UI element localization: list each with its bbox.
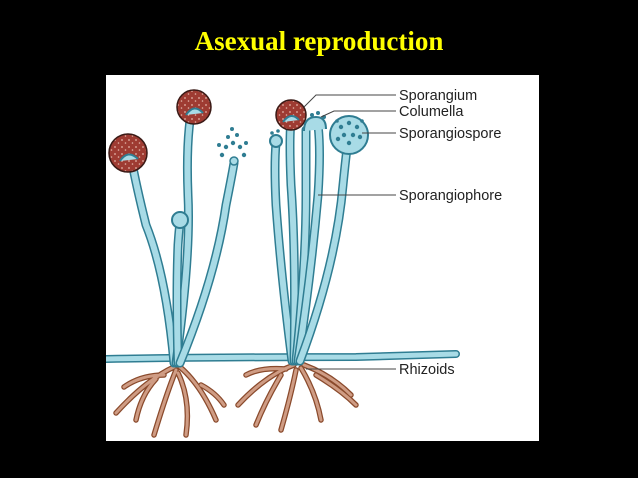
released-spores-left: [217, 127, 248, 166]
rhizopus-diagram: Sporangium Columella Sporangiospore Spor…: [106, 88, 502, 438]
slide-title: Asexual reproduction: [194, 26, 444, 56]
rhizoids-left: [113, 364, 227, 438]
young-sporangium: [171, 211, 189, 229]
sporangiophores-left: [126, 108, 239, 368]
sporangium-left-1: [108, 133, 148, 173]
leader-lines: [303, 94, 396, 370]
label-columella: Columella: [399, 104, 464, 120]
sporangium-left-2: [176, 89, 212, 125]
diagram-panel: Sporangium Columella Sporangiospore Spor…: [106, 75, 539, 441]
columella: [303, 111, 327, 132]
rhizoids-right: [235, 362, 359, 433]
label-rhizoids: Rhizoids: [399, 362, 455, 378]
sporangium-right: [275, 99, 307, 131]
label-sporangiophore: Sporangiophore: [399, 188, 502, 204]
sporangiophores-right: [270, 115, 353, 366]
spore-sphere: [329, 115, 369, 155]
label-sporangium: Sporangium: [399, 88, 477, 104]
label-sporangiospore: Sporangiospore: [399, 126, 501, 142]
stolon: [106, 350, 460, 363]
columella-small: [269, 129, 283, 148]
